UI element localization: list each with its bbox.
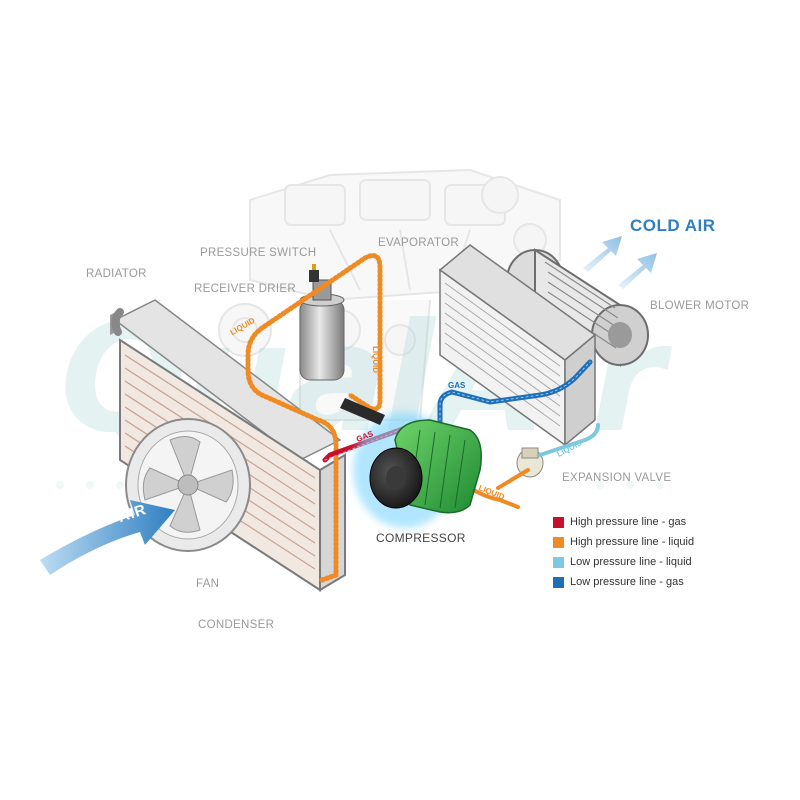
label-radiator: RADIATOR [86, 268, 147, 280]
label-compressor: COMPRESSOR [376, 531, 466, 545]
engine-block [218, 168, 561, 421]
legend-label: Low pressure line - gas [570, 576, 684, 588]
legend-swatch [553, 516, 564, 528]
label-cold-air: COLD AIR [630, 216, 716, 235]
legend-item: High pressure line - liquid [553, 532, 694, 552]
air-arrow [40, 500, 175, 575]
label-evaporator: EVAPORATOR [378, 237, 459, 249]
cold-air-arrows [583, 236, 657, 289]
legend-label: Low pressure line - liquid [570, 556, 692, 568]
label-fan: FAN [196, 578, 220, 590]
legend-swatch [553, 556, 564, 568]
legend: High pressure line - gas High pressure l… [553, 512, 694, 592]
radiator [110, 299, 342, 461]
legend-label: High pressure line - gas [570, 516, 687, 528]
label-condenser: CONDENSER [198, 619, 275, 631]
label-pressure-switch: PRESSURE SWITCH [200, 247, 317, 259]
expansion-valve [516, 447, 544, 478]
pressure-switch [309, 264, 319, 282]
compressor [340, 398, 482, 528]
legend-swatch [553, 536, 564, 548]
label-receiver-drier: RECEIVER DRIER [194, 283, 296, 295]
legend-item: High pressure line - gas [553, 512, 694, 532]
label-blower-motor: BLOWER MOTOR [650, 300, 750, 312]
legend-label: High pressure line - liquid [570, 536, 695, 548]
legend-item: Low pressure line - gas [553, 572, 694, 592]
line-low-liquid [538, 423, 600, 457]
tag-gas-right: GAS [448, 381, 466, 390]
legend-swatch [553, 576, 564, 588]
label-expansion-valve: EXPANSION VALVE [562, 472, 672, 484]
tag-liquid-vertical: LIQUID [371, 345, 381, 374]
legend-item: Low pressure line - liquid [553, 552, 694, 572]
